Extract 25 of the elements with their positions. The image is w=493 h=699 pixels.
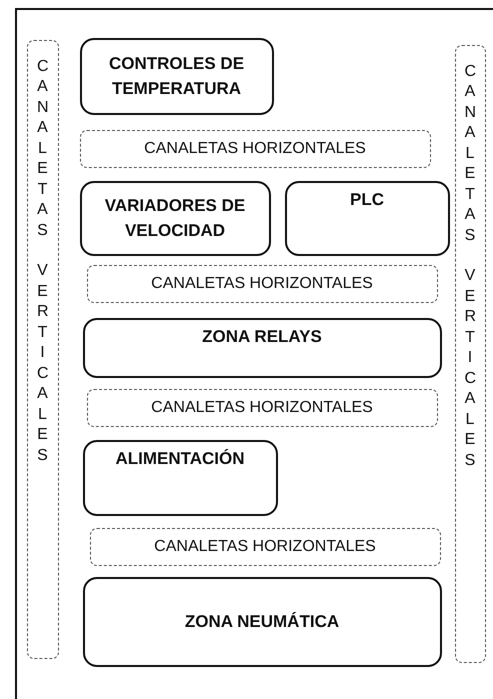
duct-label: CANALETAS HORIZONTALES (154, 538, 376, 556)
vertical-duct (454, 44, 486, 662)
duct-label: CANALETAS HORIZONTALES (144, 140, 366, 158)
horizontal-duct (90, 528, 440, 566)
zone-box (82, 440, 278, 516)
horizontal-duct (86, 264, 438, 302)
vertical-duct (26, 40, 58, 658)
duct-label: CANALETAS VERTICALES (464, 62, 476, 470)
zone-label: ALIMENTACIÓN (115, 448, 245, 470)
panel-frame (15, 8, 493, 699)
duct-label: CANALETAS HORIZONTALES (151, 398, 373, 416)
zone-box (80, 180, 270, 256)
horizontal-duct (80, 130, 430, 168)
zone-label: ZONA RELAYS (202, 326, 322, 348)
zone-label: PLC (350, 188, 384, 210)
zone-box (82, 576, 442, 666)
zone-box (82, 318, 442, 378)
horizontal-duct (86, 388, 438, 426)
zone-label: CONTROLES DE TEMPERATURA (108, 53, 246, 100)
zone-box (284, 180, 450, 256)
zone-box (80, 38, 274, 114)
zone-label: VARIADORES DE VELOCIDAD (104, 195, 246, 242)
duct-label: CANALETAS HORIZONTALES (151, 274, 373, 292)
zone-label: ZONA NEUMÁTICA (184, 611, 340, 633)
duct-label: CANALETAS VERTICALES (37, 56, 48, 466)
